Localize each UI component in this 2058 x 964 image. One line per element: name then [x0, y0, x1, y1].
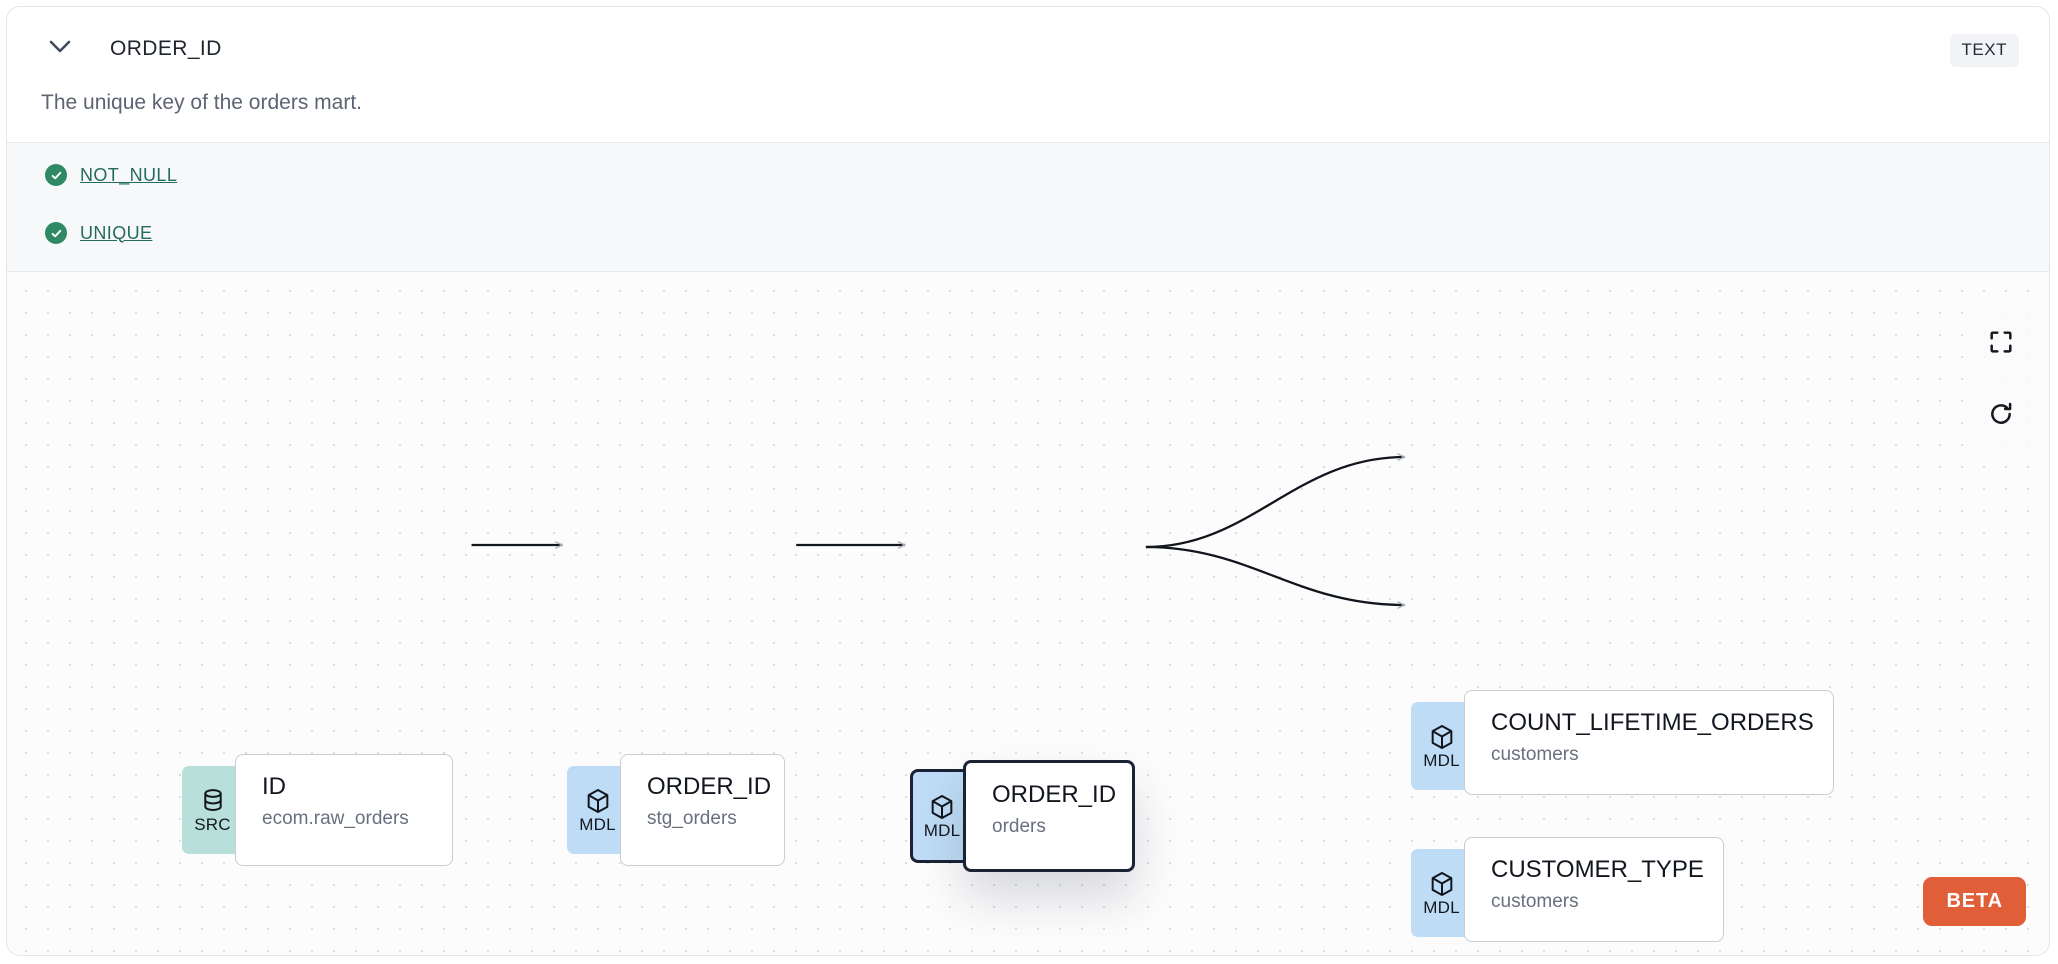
lineage-graph-canvas[interactable]: SRC ID ecom.raw_orders MDL ORDE	[7, 272, 2049, 955]
lineage-node-customer-type[interactable]: MDL CUSTOMER_TYPE customers	[1411, 837, 1724, 949]
chevron-down-icon[interactable]	[49, 40, 71, 53]
panel-header: ORDER_ID TEXT The unique key of the orde…	[7, 7, 2049, 114]
node-badge-label: MDL	[1423, 751, 1460, 770]
graph-controls	[1965, 306, 2037, 450]
lineage-node-orders-order-id[interactable]: MDL ORDER_ID orders	[910, 760, 1135, 872]
node-badge-label: MDL	[579, 815, 616, 834]
node-column-name: CUSTOMER_TYPE	[1491, 856, 1704, 883]
node-column-name: ORDER_ID	[992, 781, 1117, 808]
node-type-badge-mdl: MDL	[910, 769, 971, 863]
node-type-badge-mdl: MDL	[1411, 702, 1472, 790]
node-parent-name: ecom.raw_orders	[262, 807, 409, 829]
lineage-node-id[interactable]: SRC ID ecom.raw_orders	[182, 754, 453, 866]
beta-badge[interactable]: BETA	[1923, 877, 2026, 926]
page-title: ORDER_ID	[110, 37, 222, 60]
node-type-badge-mdl: MDL	[567, 766, 628, 854]
node-body: CUSTOMER_TYPE customers	[1464, 837, 1724, 942]
test-row: UNIQUE	[45, 222, 152, 244]
cube-icon	[928, 793, 956, 821]
check-circle-icon	[45, 222, 67, 244]
node-parent-name: customers	[1491, 890, 1579, 912]
node-body: ORDER_ID orders	[963, 760, 1135, 872]
cube-icon	[1428, 723, 1456, 751]
node-body: ID ecom.raw_orders	[235, 754, 453, 866]
node-badge-label: SRC	[194, 815, 231, 834]
node-column-name: ID	[262, 773, 286, 800]
edge-orders-to-customer-type	[1145, 545, 1406, 609]
database-icon	[199, 787, 227, 815]
column-description: The unique key of the orders mart.	[41, 91, 362, 114]
lineage-node-count-lifetime-orders[interactable]: MDL COUNT_LIFETIME_ORDERS customers	[1411, 690, 1834, 802]
node-badge-label: MDL	[923, 821, 961, 840]
node-parent-name: customers	[1491, 743, 1579, 765]
test-link-unique[interactable]: UNIQUE	[80, 222, 153, 243]
tests-section: NOT_NULL UNIQUE	[7, 142, 2049, 272]
fullscreen-icon	[1988, 329, 2014, 355]
node-column-name: COUNT_LIFETIME_ORDERS	[1491, 709, 1814, 736]
node-parent-name: stg_orders	[647, 807, 737, 829]
node-type-badge-mdl: MDL	[1411, 849, 1472, 937]
test-row: NOT_NULL	[45, 164, 177, 186]
fit-view-button[interactable]	[1965, 306, 2037, 378]
node-type-badge-src: SRC	[182, 766, 243, 854]
check-circle-icon	[45, 164, 67, 186]
column-detail-panel: ORDER_ID TEXT The unique key of the orde…	[6, 6, 2050, 956]
edge-orders-to-count	[1145, 453, 1406, 549]
refresh-icon	[1988, 401, 2014, 427]
cube-icon	[584, 787, 612, 815]
node-badge-label: MDL	[1423, 898, 1460, 917]
reset-button[interactable]	[1965, 378, 2037, 450]
cube-icon	[1428, 870, 1456, 898]
node-column-name: ORDER_ID	[647, 773, 772, 800]
node-body: ORDER_ID stg_orders	[620, 754, 785, 866]
node-parent-name: orders	[992, 815, 1046, 837]
data-type-badge: TEXT	[1949, 34, 2019, 67]
test-link-not-null[interactable]: NOT_NULL	[80, 164, 178, 185]
node-body: COUNT_LIFETIME_ORDERS customers	[1464, 690, 1834, 795]
lineage-node-stg-order-id[interactable]: MDL ORDER_ID stg_orders	[567, 754, 785, 866]
